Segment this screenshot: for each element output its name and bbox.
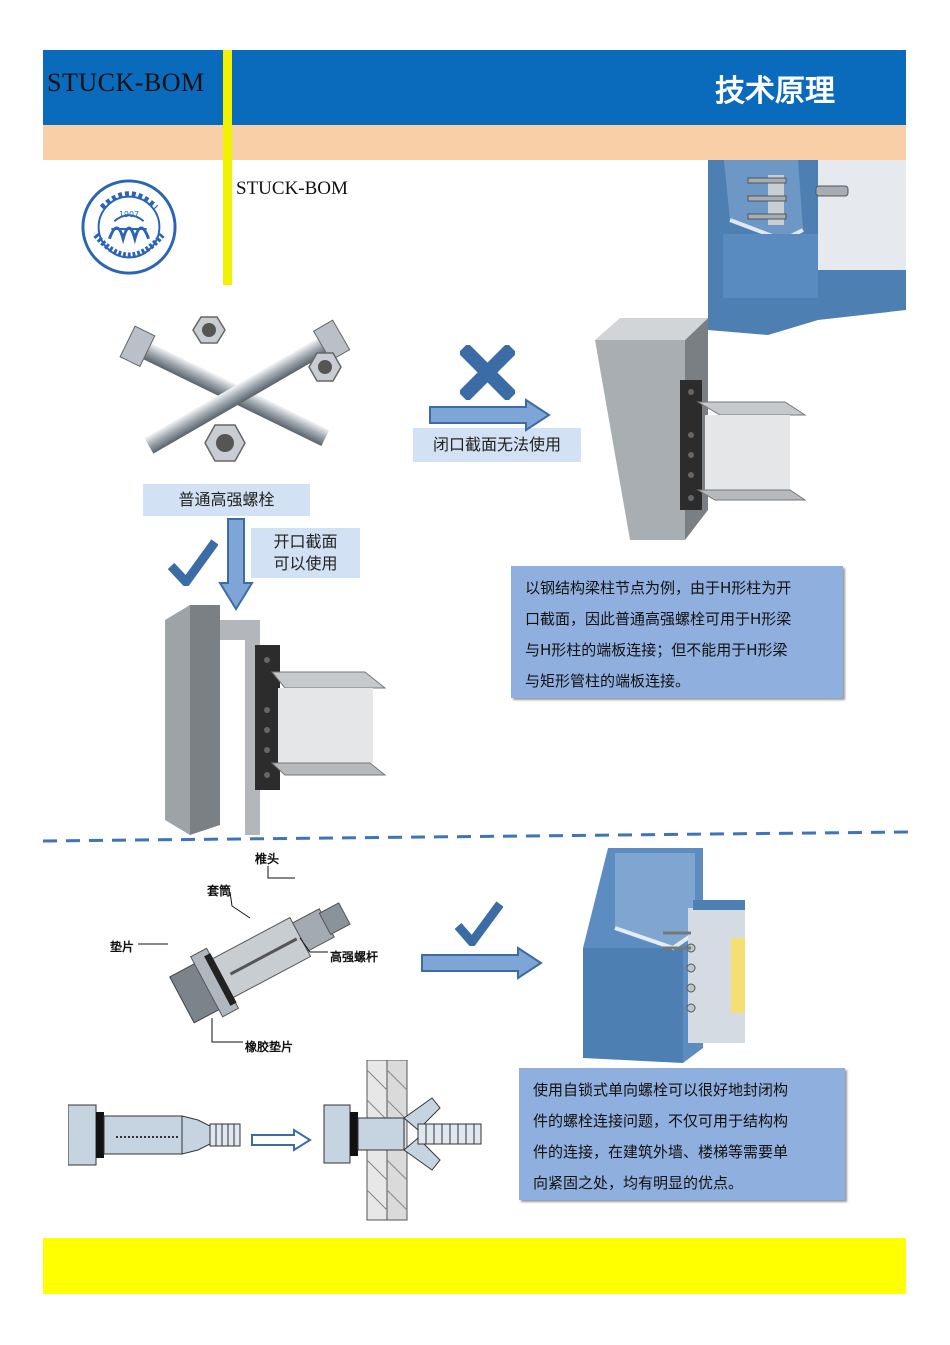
common-bolts-image	[119, 316, 351, 462]
info-box-closed-vs-open: 以钢结构梁柱节点为例，由于H形柱为开 口截面，因此普通高强螺栓可用于H形梁 与H…	[511, 566, 843, 698]
closed-section-callout: 闭口截面无法使用	[413, 428, 581, 462]
label-washer: 垫片	[110, 940, 135, 954]
info-2-line-1: 使用自锁式单向螺栓可以很好地封闭构	[533, 1081, 789, 1099]
header-bar	[43, 50, 906, 125]
svg-text:1907: 1907	[119, 210, 139, 219]
label-sleeve: 套筒	[207, 884, 232, 898]
tube-column-bolted-image	[708, 160, 906, 335]
label-high-strength-rod: 高强螺杆	[330, 950, 379, 964]
university-seal-logo: 1907	[81, 179, 177, 275]
page-title: 技术原理	[715, 74, 835, 109]
open-section-line-1: 开口截面	[273, 532, 338, 551]
accent-bar	[43, 125, 906, 160]
info-1-line-4: 与矩形管柱的端板连接。	[525, 672, 691, 690]
info-1-line-3: 与H形柱的端板连接；但不能用于H形梁	[525, 641, 788, 659]
check-mark-icon-2	[455, 901, 503, 946]
section-divider	[43, 830, 908, 843]
info-box-one-way-bolt: 使用自锁式单向螺栓可以很好地封闭构 件的螺栓连接问题，不仅可用于结构构 件的连接…	[519, 1068, 845, 1200]
check-mark-icon	[168, 539, 218, 586]
h-column-joint-image	[165, 605, 387, 835]
arrow-down-icon	[218, 518, 254, 611]
brand-name: STUCK-BOM	[47, 68, 205, 97]
cross-mark-icon	[460, 345, 515, 400]
open-section-line-2: 可以使用	[273, 554, 338, 573]
bolt-diagram-after	[323, 1060, 482, 1221]
open-section-callout: 开口截面 可以使用	[251, 528, 360, 578]
common-bolt-callout: 普通高强螺栓	[143, 484, 310, 516]
footer-bar	[43, 1238, 906, 1294]
subtitle: STUCK-BOM	[236, 178, 348, 199]
yellow-divider	[223, 50, 232, 285]
hollow-arrow-icon	[251, 1128, 312, 1152]
info-2-line-2: 件的螺栓连接问题，不仅可用于结构构	[533, 1112, 789, 1130]
tube-column-oneway-bolt-image	[583, 848, 745, 1063]
label-cone-head: 椎头	[255, 852, 280, 866]
info-2-line-4: 向紧固之处，均有明显的优点。	[533, 1174, 744, 1192]
bolt-label-leader-lines	[138, 866, 328, 1043]
info-1-line-2: 口截面，因此普通高强螺栓可用于H形梁	[525, 610, 792, 628]
label-rubber-washer: 橡胶垫片	[245, 1040, 294, 1054]
info-2-line-3: 件的连接，在建筑外墙、楼梯等需要单	[533, 1143, 789, 1161]
tube-column-joint-image	[595, 318, 807, 540]
one-way-bolt-image	[169, 902, 351, 1024]
info-1-line-1: 以钢结构梁柱节点为例，由于H形柱为开	[525, 579, 792, 597]
arrow-right-icon	[429, 398, 551, 432]
bolt-diagram-before	[68, 1104, 241, 1166]
arrow-right-icon-2	[421, 946, 543, 980]
